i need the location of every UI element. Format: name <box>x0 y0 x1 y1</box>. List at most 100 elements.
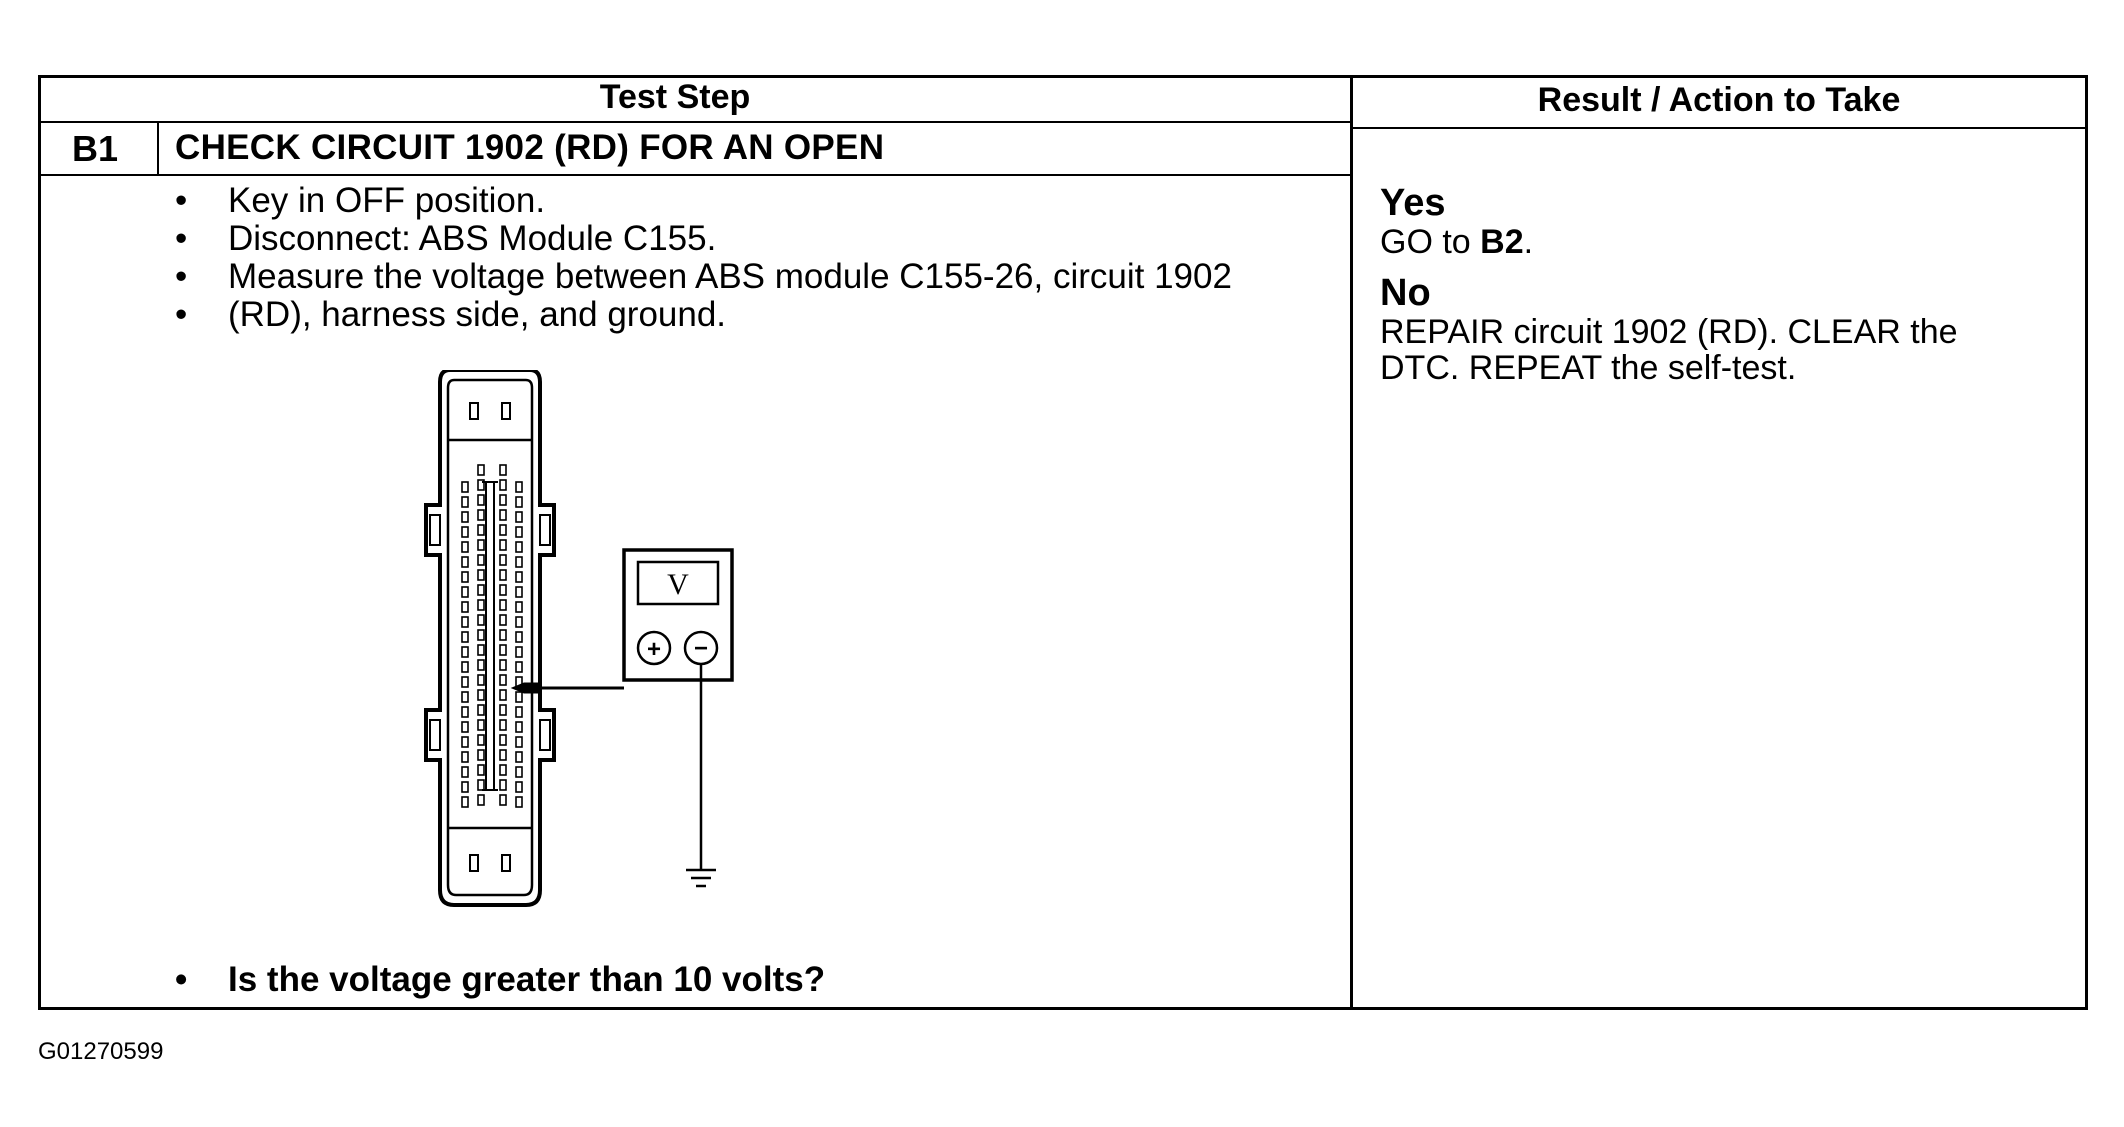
connector-pin <box>477 614 485 626</box>
connector-pin <box>499 794 507 806</box>
connector-pin <box>515 721 523 733</box>
connector-pin <box>515 796 523 808</box>
connector-pin <box>515 736 523 748</box>
result-yes-label: Yes <box>1380 182 1446 224</box>
connector-pin <box>499 779 507 791</box>
ground-icon <box>686 868 716 888</box>
connector-pin <box>461 616 469 628</box>
connector-pin <box>477 644 485 656</box>
step-title: CHECK CIRCUIT 1902 (RD) FOR AN OPEN <box>175 128 885 167</box>
header-rule-right <box>1350 127 2088 129</box>
latch-right <box>539 514 551 546</box>
connector-pin <box>499 659 507 671</box>
connector-pin <box>515 766 523 778</box>
connector-pin <box>461 676 469 688</box>
connector-pin <box>461 511 469 523</box>
connector-pin <box>515 511 523 523</box>
connector-key-strip <box>482 481 498 791</box>
connector-pin <box>461 586 469 598</box>
result-spacer <box>1380 260 1958 272</box>
connector-pin <box>477 659 485 671</box>
connector-pin <box>461 661 469 673</box>
connector-pin <box>499 539 507 551</box>
connector-pin <box>499 674 507 686</box>
instruction-continuation-text: (RD), harness side, and ground. <box>228 295 727 334</box>
header-result-action: Result / Action to Take <box>1537 81 1901 119</box>
connector-pin <box>515 556 523 568</box>
connector-pin <box>515 661 523 673</box>
connector-pin <box>515 481 523 493</box>
connector-pin <box>461 631 469 643</box>
connector-pin <box>477 749 485 761</box>
connector-pin <box>477 674 485 686</box>
connector-pin <box>499 554 507 566</box>
connector-pin <box>515 691 523 703</box>
connector-pin <box>469 854 479 872</box>
connector-pin <box>499 614 507 626</box>
connector-pin <box>477 494 485 506</box>
connector-pin <box>461 526 469 538</box>
connector-pin <box>461 556 469 568</box>
connector-pin <box>515 751 523 763</box>
connector-pin <box>477 719 485 731</box>
table-right-border <box>2085 75 2088 1010</box>
connector-pin <box>515 526 523 538</box>
connector-pin <box>469 402 479 420</box>
plus-symbol: + <box>647 636 661 663</box>
test-question: Is the voltage greater than 10 volts? <box>170 960 825 1000</box>
voltmeter-body <box>622 548 734 682</box>
connector-pin <box>461 721 469 733</box>
header-test-step: Test Step <box>599 78 751 116</box>
connector-pin <box>499 479 507 491</box>
connector-pin <box>461 601 469 613</box>
connector-pin <box>461 691 469 703</box>
connector-pin <box>461 796 469 808</box>
connector-pin <box>515 541 523 553</box>
connector-voltmeter-diagram: V + − <box>424 370 734 907</box>
step-title-rule <box>38 174 1353 176</box>
connector-pin <box>477 704 485 716</box>
connector-pin <box>515 706 523 718</box>
connector-pin <box>461 766 469 778</box>
yes-action-suffix: . <box>1523 223 1534 261</box>
connector-pin <box>499 704 507 716</box>
yes-action-target[interactable]: B2 <box>1480 223 1524 261</box>
connector-pin <box>499 749 507 761</box>
latch-right <box>539 719 551 751</box>
figure-code: G01270599 <box>38 1038 164 1065</box>
connector-pin <box>515 571 523 583</box>
connector-pin <box>477 554 485 566</box>
connector-pin <box>515 781 523 793</box>
connector-pin <box>477 539 485 551</box>
connector-outer-shell <box>424 370 556 907</box>
step-id-divider <box>157 121 159 176</box>
connector-pin <box>499 689 507 701</box>
connector-pin <box>477 689 485 701</box>
yes-action-prefix: GO to <box>1380 223 1481 261</box>
table-bottom-border <box>38 1007 2088 1010</box>
connector-pin <box>477 509 485 521</box>
connector-pin <box>499 509 507 521</box>
result-no-label: No <box>1380 272 1431 314</box>
connector-pin <box>499 599 507 611</box>
voltmeter-symbol: V <box>667 568 689 601</box>
connector-pin <box>477 734 485 746</box>
minus-symbol: − <box>694 635 708 662</box>
connector-pin <box>477 479 485 491</box>
connector-pin <box>477 779 485 791</box>
connector-pin <box>477 794 485 806</box>
result-no-action-line: REPAIR circuit 1902 (RD). CLEAR the <box>1380 313 1958 351</box>
connector-pin <box>477 599 485 611</box>
connector-pin <box>499 494 507 506</box>
voltmeter-display <box>636 560 720 606</box>
connector-pin <box>515 616 523 628</box>
connector-pin <box>499 734 507 746</box>
connector-pin <box>515 586 523 598</box>
connector-pin <box>461 751 469 763</box>
connector-pin <box>501 402 511 420</box>
instruction-item: Measure the voltage between ABS module C… <box>170 258 1232 297</box>
instruction-list: Key in OFF position. Disconnect: ABS Mod… <box>170 182 1232 335</box>
connector-pin <box>499 764 507 776</box>
connector-inner-shell <box>446 378 534 897</box>
connector-pin <box>499 584 507 596</box>
